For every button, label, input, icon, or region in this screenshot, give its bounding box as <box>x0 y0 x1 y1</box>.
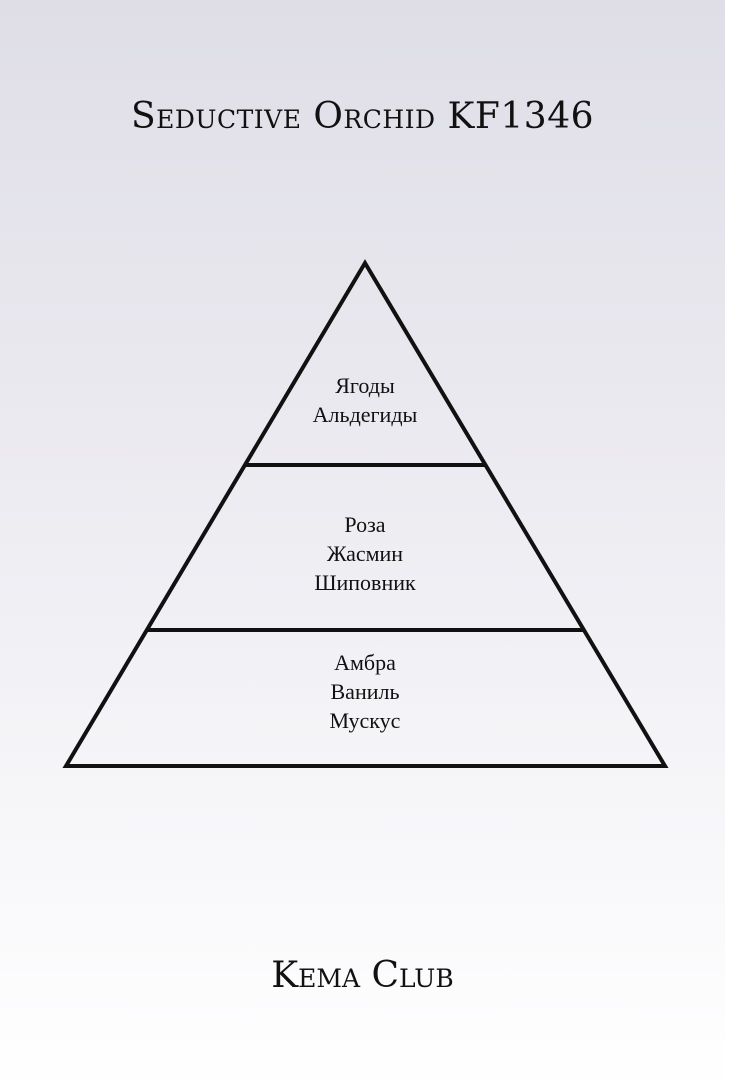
base-note: Мускус <box>329 708 401 733</box>
base-notes-tier: Амбра Ваниль Мускус <box>215 648 515 735</box>
perfume-card: Seductive Orchid KF1346 Ягоды Альдегиды … <box>0 0 725 1091</box>
heart-note: Роза <box>344 512 386 537</box>
heart-note: Жасмин <box>326 541 404 566</box>
fragrance-pyramid <box>62 259 669 768</box>
top-note: Альдегиды <box>312 402 418 427</box>
base-note: Ваниль <box>330 679 400 704</box>
top-note: Ягоды <box>335 373 395 398</box>
heart-notes-tier: Роза Жасмин Шиповник <box>215 510 515 597</box>
brand-name: Kema Club <box>271 955 454 996</box>
pyramid-outline <box>62 259 669 768</box>
heart-note: Шиповник <box>314 570 416 595</box>
perfume-title: Seductive Orchid KF1346 <box>130 96 595 137</box>
top-notes-tier: Ягоды Альдегиды <box>215 371 515 429</box>
base-note: Амбра <box>334 650 396 675</box>
